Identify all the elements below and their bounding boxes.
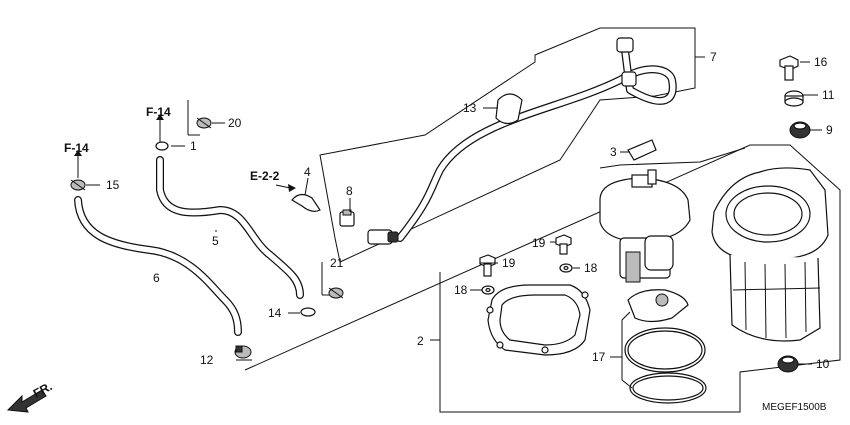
bolt-16 — [779, 55, 799, 81]
callout-5: 5 — [212, 234, 219, 248]
clip-15 — [70, 179, 86, 191]
leader-lines — [77, 56, 822, 389]
fuel-pump-module — [599, 169, 691, 283]
section-ref-e22: E-2-2 — [250, 169, 280, 183]
callout-3: 3 — [610, 145, 617, 159]
figure-code: MEGEF1500B — [762, 402, 827, 413]
o-ring-17 — [624, 327, 707, 404]
section-ref-f14-left: F-14 — [64, 141, 89, 155]
fitting-upper — [621, 71, 637, 87]
clamp-12 — [234, 345, 252, 359]
washer-1 — [155, 141, 169, 151]
pump-gasket-plate — [486, 284, 591, 356]
callout-18-left: 18 — [454, 283, 468, 297]
callout-8: 8 — [346, 184, 353, 198]
callout-11: 11 — [822, 88, 835, 102]
holder-3 — [627, 139, 657, 161]
callout-7: 7 — [710, 50, 717, 64]
callout-18-right: 18 — [584, 261, 598, 275]
callout-6: 6 — [153, 271, 160, 285]
clip-20 — [196, 117, 212, 129]
clamp-21 — [328, 287, 344, 299]
callout-4: 4 — [304, 165, 311, 179]
ref-arrow-f14-b — [74, 150, 82, 156]
grommet-10 — [777, 355, 799, 373]
washer-18-b — [559, 263, 573, 273]
callout-15: 15 — [106, 178, 120, 192]
callout-12: 12 — [200, 353, 214, 367]
hose-connector-upper — [616, 37, 634, 53]
callout-9: 9 — [826, 123, 833, 137]
fuel-filter-housing — [711, 167, 829, 342]
section-ref-f14-upper: F-14 — [146, 105, 171, 119]
washer-18-a — [481, 285, 495, 295]
callout-14: 14 — [268, 306, 282, 320]
callout-21: 21 — [330, 256, 344, 270]
front-direction-arrow: FR. — [6, 379, 54, 413]
callout-19-right: 19 — [532, 236, 546, 250]
fitting-8 — [339, 209, 355, 227]
callout-19-left: 19 — [502, 256, 516, 270]
callout-16: 16 — [814, 55, 828, 69]
ref-arrow-f14-a — [156, 114, 164, 120]
lower-group-outline — [244, 144, 841, 413]
bolt-19-a — [479, 254, 496, 277]
clamp-4 — [291, 193, 321, 212]
hose-group-outline — [319, 27, 696, 263]
strainer-screen — [627, 289, 689, 323]
callout-10: 10 — [816, 357, 830, 371]
callout-20: 20 — [228, 116, 242, 130]
callout-13: 13 — [463, 101, 477, 115]
callout-17: 17 — [592, 350, 606, 364]
pump-bracket-line — [599, 147, 746, 169]
callout-1: 1 — [190, 139, 197, 153]
clip-13 — [495, 93, 523, 125]
grommet-9 — [789, 121, 811, 139]
ring-14 — [300, 307, 316, 317]
callout-2: 2 — [417, 334, 424, 348]
ref-arrow-e22 — [275, 184, 296, 192]
bolt-19-b — [555, 234, 572, 255]
grommet-11 — [784, 90, 804, 107]
hose-6 — [74, 196, 242, 336]
